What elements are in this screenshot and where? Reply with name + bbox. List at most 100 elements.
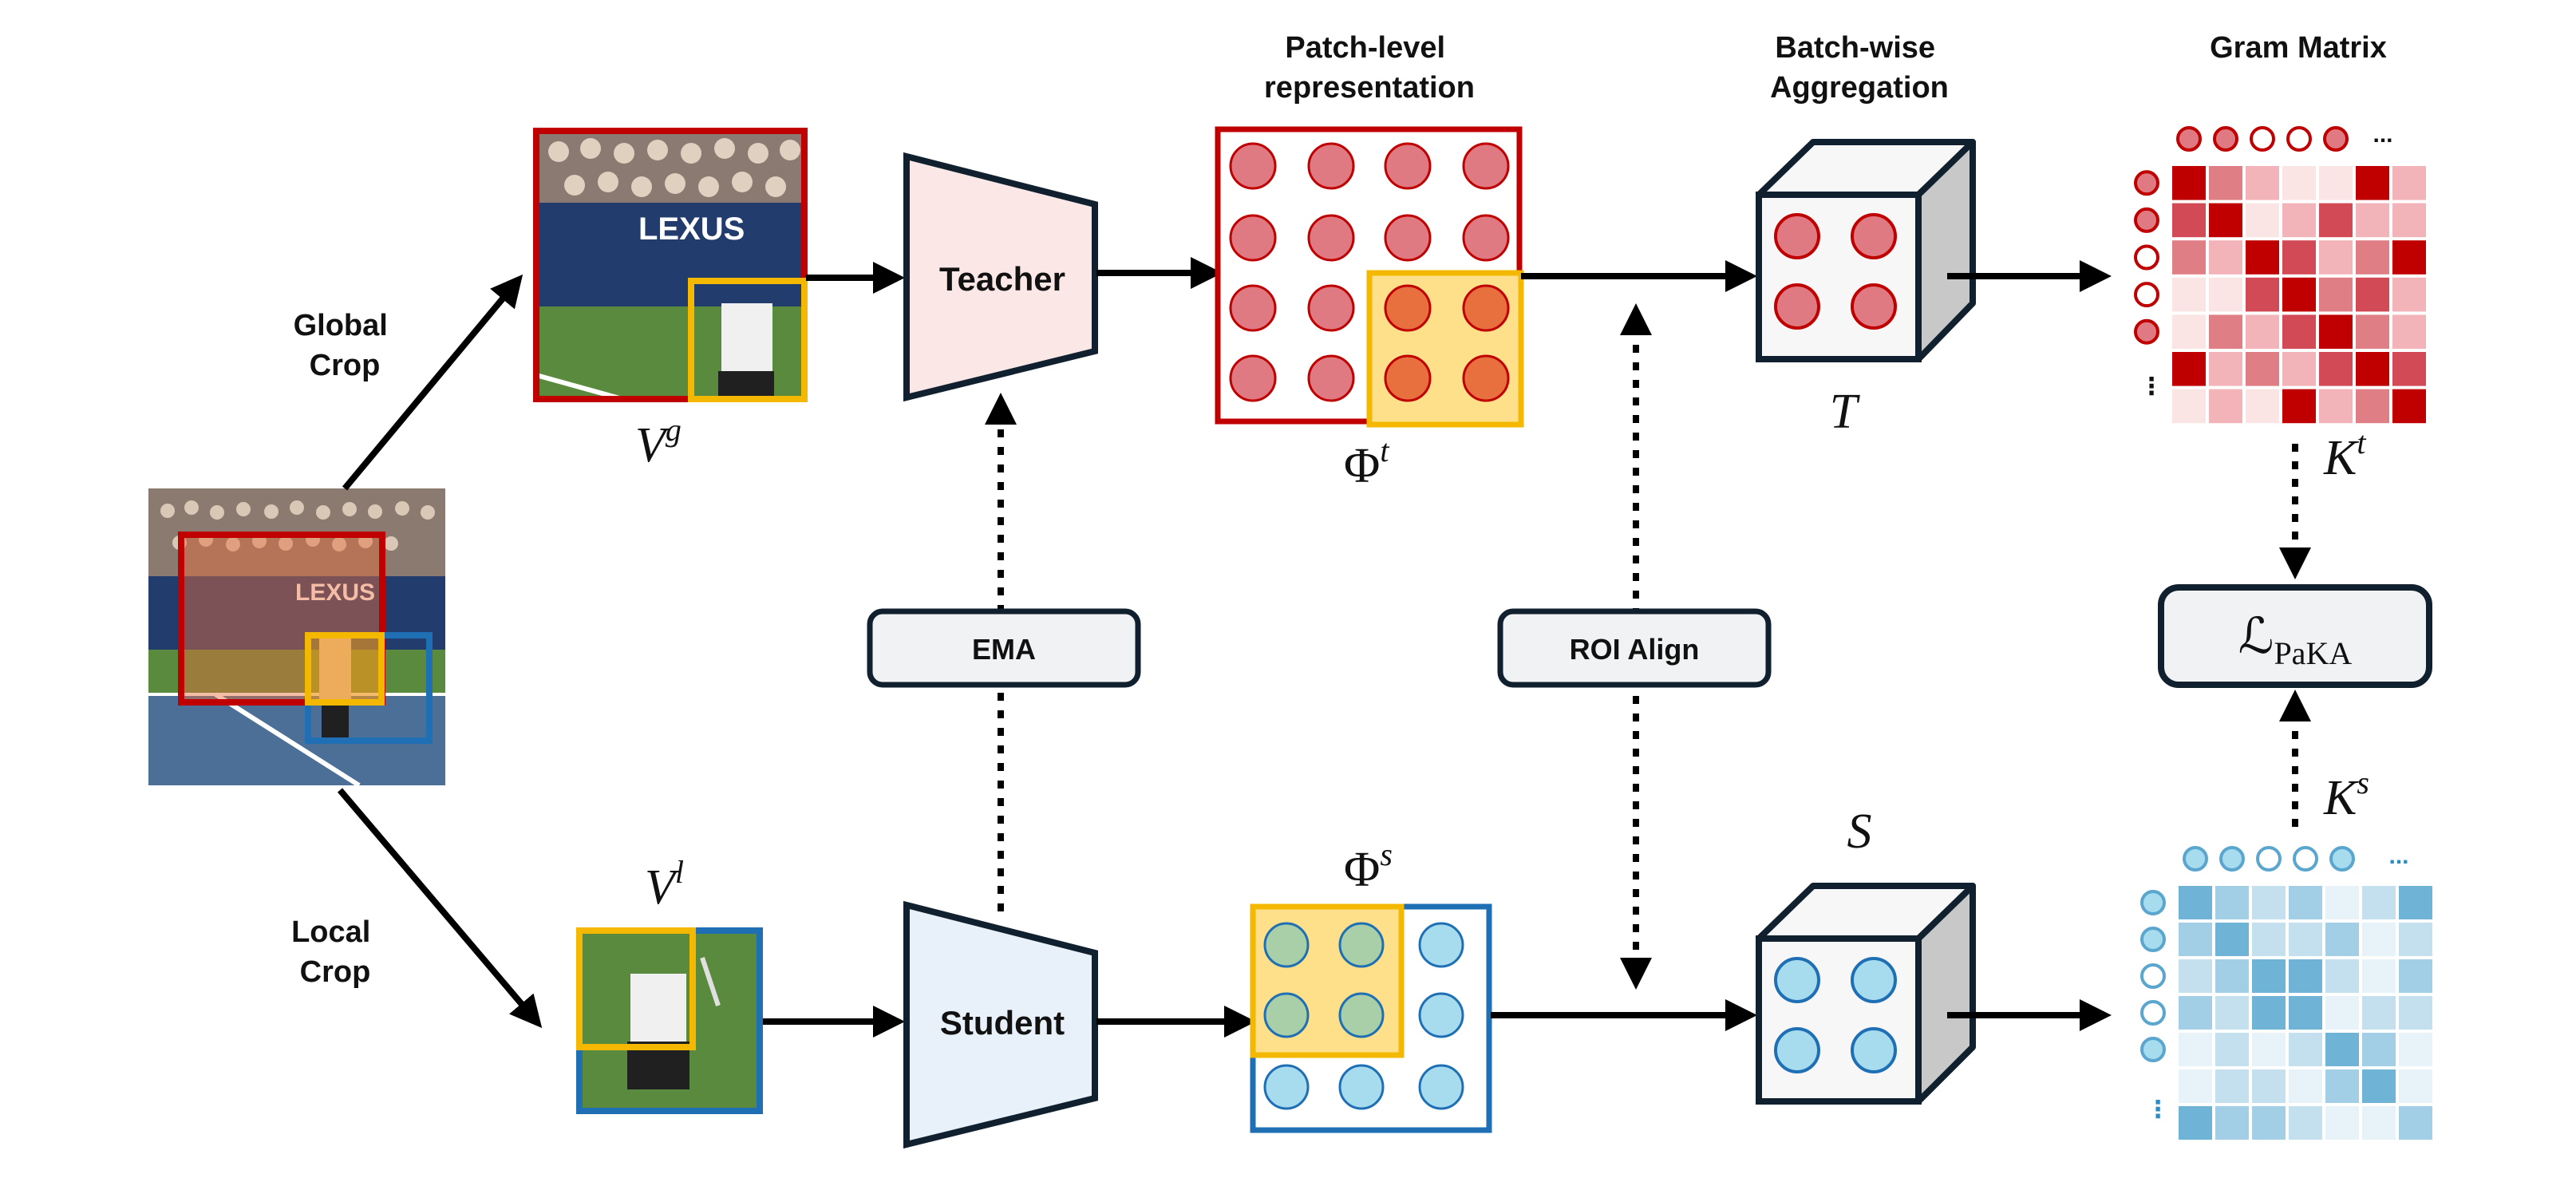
gram-col-marker bbox=[2213, 126, 2238, 152]
gram-cell bbox=[2215, 1069, 2249, 1103]
teacher-label: Teacher bbox=[939, 260, 1065, 298]
gram-cell bbox=[2209, 203, 2242, 238]
gram-cell bbox=[2399, 1069, 2432, 1103]
gram-cell bbox=[2392, 277, 2426, 312]
teacher-patch bbox=[1384, 142, 1432, 190]
roi-align-box bbox=[1497, 608, 1772, 688]
gram-cell bbox=[2172, 352, 2206, 386]
gram-cell bbox=[2356, 166, 2389, 200]
teacher-patch bbox=[1462, 214, 1510, 262]
vl-label: Vl bbox=[645, 854, 684, 915]
gram-cell bbox=[2319, 314, 2353, 349]
svg-text:LEXUS: LEXUS bbox=[295, 579, 375, 606]
arrow-to-local bbox=[337, 788, 543, 1029]
teacher-patch bbox=[1229, 214, 1277, 262]
gram-cell bbox=[2356, 240, 2389, 275]
batch-wise-label: Batch-wise Aggregation bbox=[1770, 31, 1949, 105]
gram-cell bbox=[2325, 1069, 2359, 1103]
ks-label: Ks bbox=[2323, 765, 2369, 825]
teacher-patch bbox=[1384, 214, 1432, 262]
gram-cell bbox=[2289, 923, 2322, 956]
gram-cell bbox=[2362, 1106, 2396, 1140]
teacher-patch bbox=[1384, 354, 1432, 402]
gram-cell bbox=[2252, 996, 2286, 1030]
gram-cell bbox=[2246, 277, 2279, 312]
gram-row-marker bbox=[2134, 170, 2159, 196]
gram-cell bbox=[2289, 1069, 2322, 1103]
teacher-patch bbox=[1307, 354, 1355, 402]
student-patch bbox=[1338, 922, 1385, 968]
student-patch-grid bbox=[1250, 903, 1492, 1133]
gram-matrix-label: Gram Matrix bbox=[2210, 31, 2387, 65]
teacher-gram-row-ellipsis: ⋮ bbox=[2139, 374, 2163, 400]
gram-col-marker bbox=[2329, 846, 2355, 872]
gram-cell bbox=[2209, 166, 2242, 200]
student-patch bbox=[1263, 922, 1310, 968]
gram-col-marker bbox=[2183, 846, 2208, 872]
gram-cell bbox=[2252, 886, 2286, 919]
gram-cell bbox=[2319, 166, 2353, 200]
gram-cell bbox=[2179, 886, 2212, 919]
gram-cell bbox=[2289, 1106, 2322, 1140]
gram-cell bbox=[2179, 1033, 2212, 1066]
gram-cell bbox=[2362, 959, 2396, 993]
gram-row-marker bbox=[2140, 927, 2166, 952]
gram-cell bbox=[2289, 1033, 2322, 1066]
gram-cell bbox=[2246, 203, 2279, 238]
teacher-patch bbox=[1462, 284, 1510, 332]
gram-cell bbox=[2179, 1069, 2212, 1103]
gram-cell bbox=[2282, 389, 2316, 424]
gram-row-marker bbox=[2140, 1000, 2166, 1026]
teacher-cube bbox=[1756, 139, 1976, 362]
teacher-patch bbox=[1229, 142, 1277, 190]
gram-cell bbox=[2282, 277, 2316, 312]
student-patch bbox=[1418, 1064, 1464, 1110]
gram-cell bbox=[2209, 314, 2242, 349]
gram-cell bbox=[2209, 277, 2242, 312]
phit-label: Φt bbox=[1344, 433, 1389, 493]
gram-cell bbox=[2362, 1033, 2396, 1066]
student-patch bbox=[1263, 992, 1310, 1038]
gram-cell bbox=[2392, 166, 2426, 200]
gram-row-marker bbox=[2134, 318, 2159, 345]
gram-row-marker bbox=[2134, 207, 2159, 233]
gram-cell bbox=[2215, 996, 2249, 1030]
svg-text:LEXUS: LEXUS bbox=[638, 211, 745, 247]
kt-label: Kt bbox=[2323, 425, 2366, 485]
gram-cell bbox=[2252, 959, 2286, 993]
gram-cell bbox=[2282, 314, 2316, 349]
gram-cell bbox=[2282, 352, 2316, 386]
gram-col-marker bbox=[2256, 846, 2282, 872]
gram-row-marker bbox=[2134, 282, 2159, 308]
gram-cell bbox=[2172, 277, 2206, 312]
student-cube bbox=[1756, 883, 1976, 1105]
gram-cell bbox=[2399, 923, 2432, 956]
gram-col-marker bbox=[2176, 126, 2202, 152]
local-crop-label: Local Crop bbox=[291, 915, 379, 989]
gram-col-marker bbox=[2219, 846, 2245, 872]
gram-cell bbox=[2356, 277, 2389, 312]
gram-cell bbox=[2172, 240, 2206, 275]
gram-cell bbox=[2289, 996, 2322, 1030]
gram-cell bbox=[2289, 959, 2322, 993]
gram-cell bbox=[2282, 166, 2316, 200]
gram-cell bbox=[2325, 959, 2359, 993]
loss-label: ℒPaKA bbox=[2238, 610, 2353, 671]
teacher-patch-grid bbox=[1215, 126, 1524, 428]
student-gram-row-ellipsis: ⋮ bbox=[2146, 1097, 2170, 1123]
gram-cell bbox=[2209, 240, 2242, 275]
gram-cell bbox=[2282, 240, 2316, 275]
roi-align-label: ROI Align bbox=[1570, 633, 1700, 666]
student-gram-col-ellipsis: ... bbox=[2388, 843, 2408, 869]
gram-cell bbox=[2215, 923, 2249, 956]
gram-cell bbox=[2172, 314, 2206, 349]
t-label: T bbox=[1830, 385, 1861, 439]
student-patch bbox=[1338, 992, 1385, 1038]
gram-cell bbox=[2392, 389, 2426, 424]
gram-cell bbox=[2209, 352, 2242, 386]
teacher-patch bbox=[1307, 284, 1355, 332]
loss-box bbox=[2158, 584, 2432, 688]
vg-label: Vg bbox=[635, 412, 682, 472]
teacher-patch bbox=[1229, 354, 1277, 402]
gram-cell bbox=[2215, 886, 2249, 919]
